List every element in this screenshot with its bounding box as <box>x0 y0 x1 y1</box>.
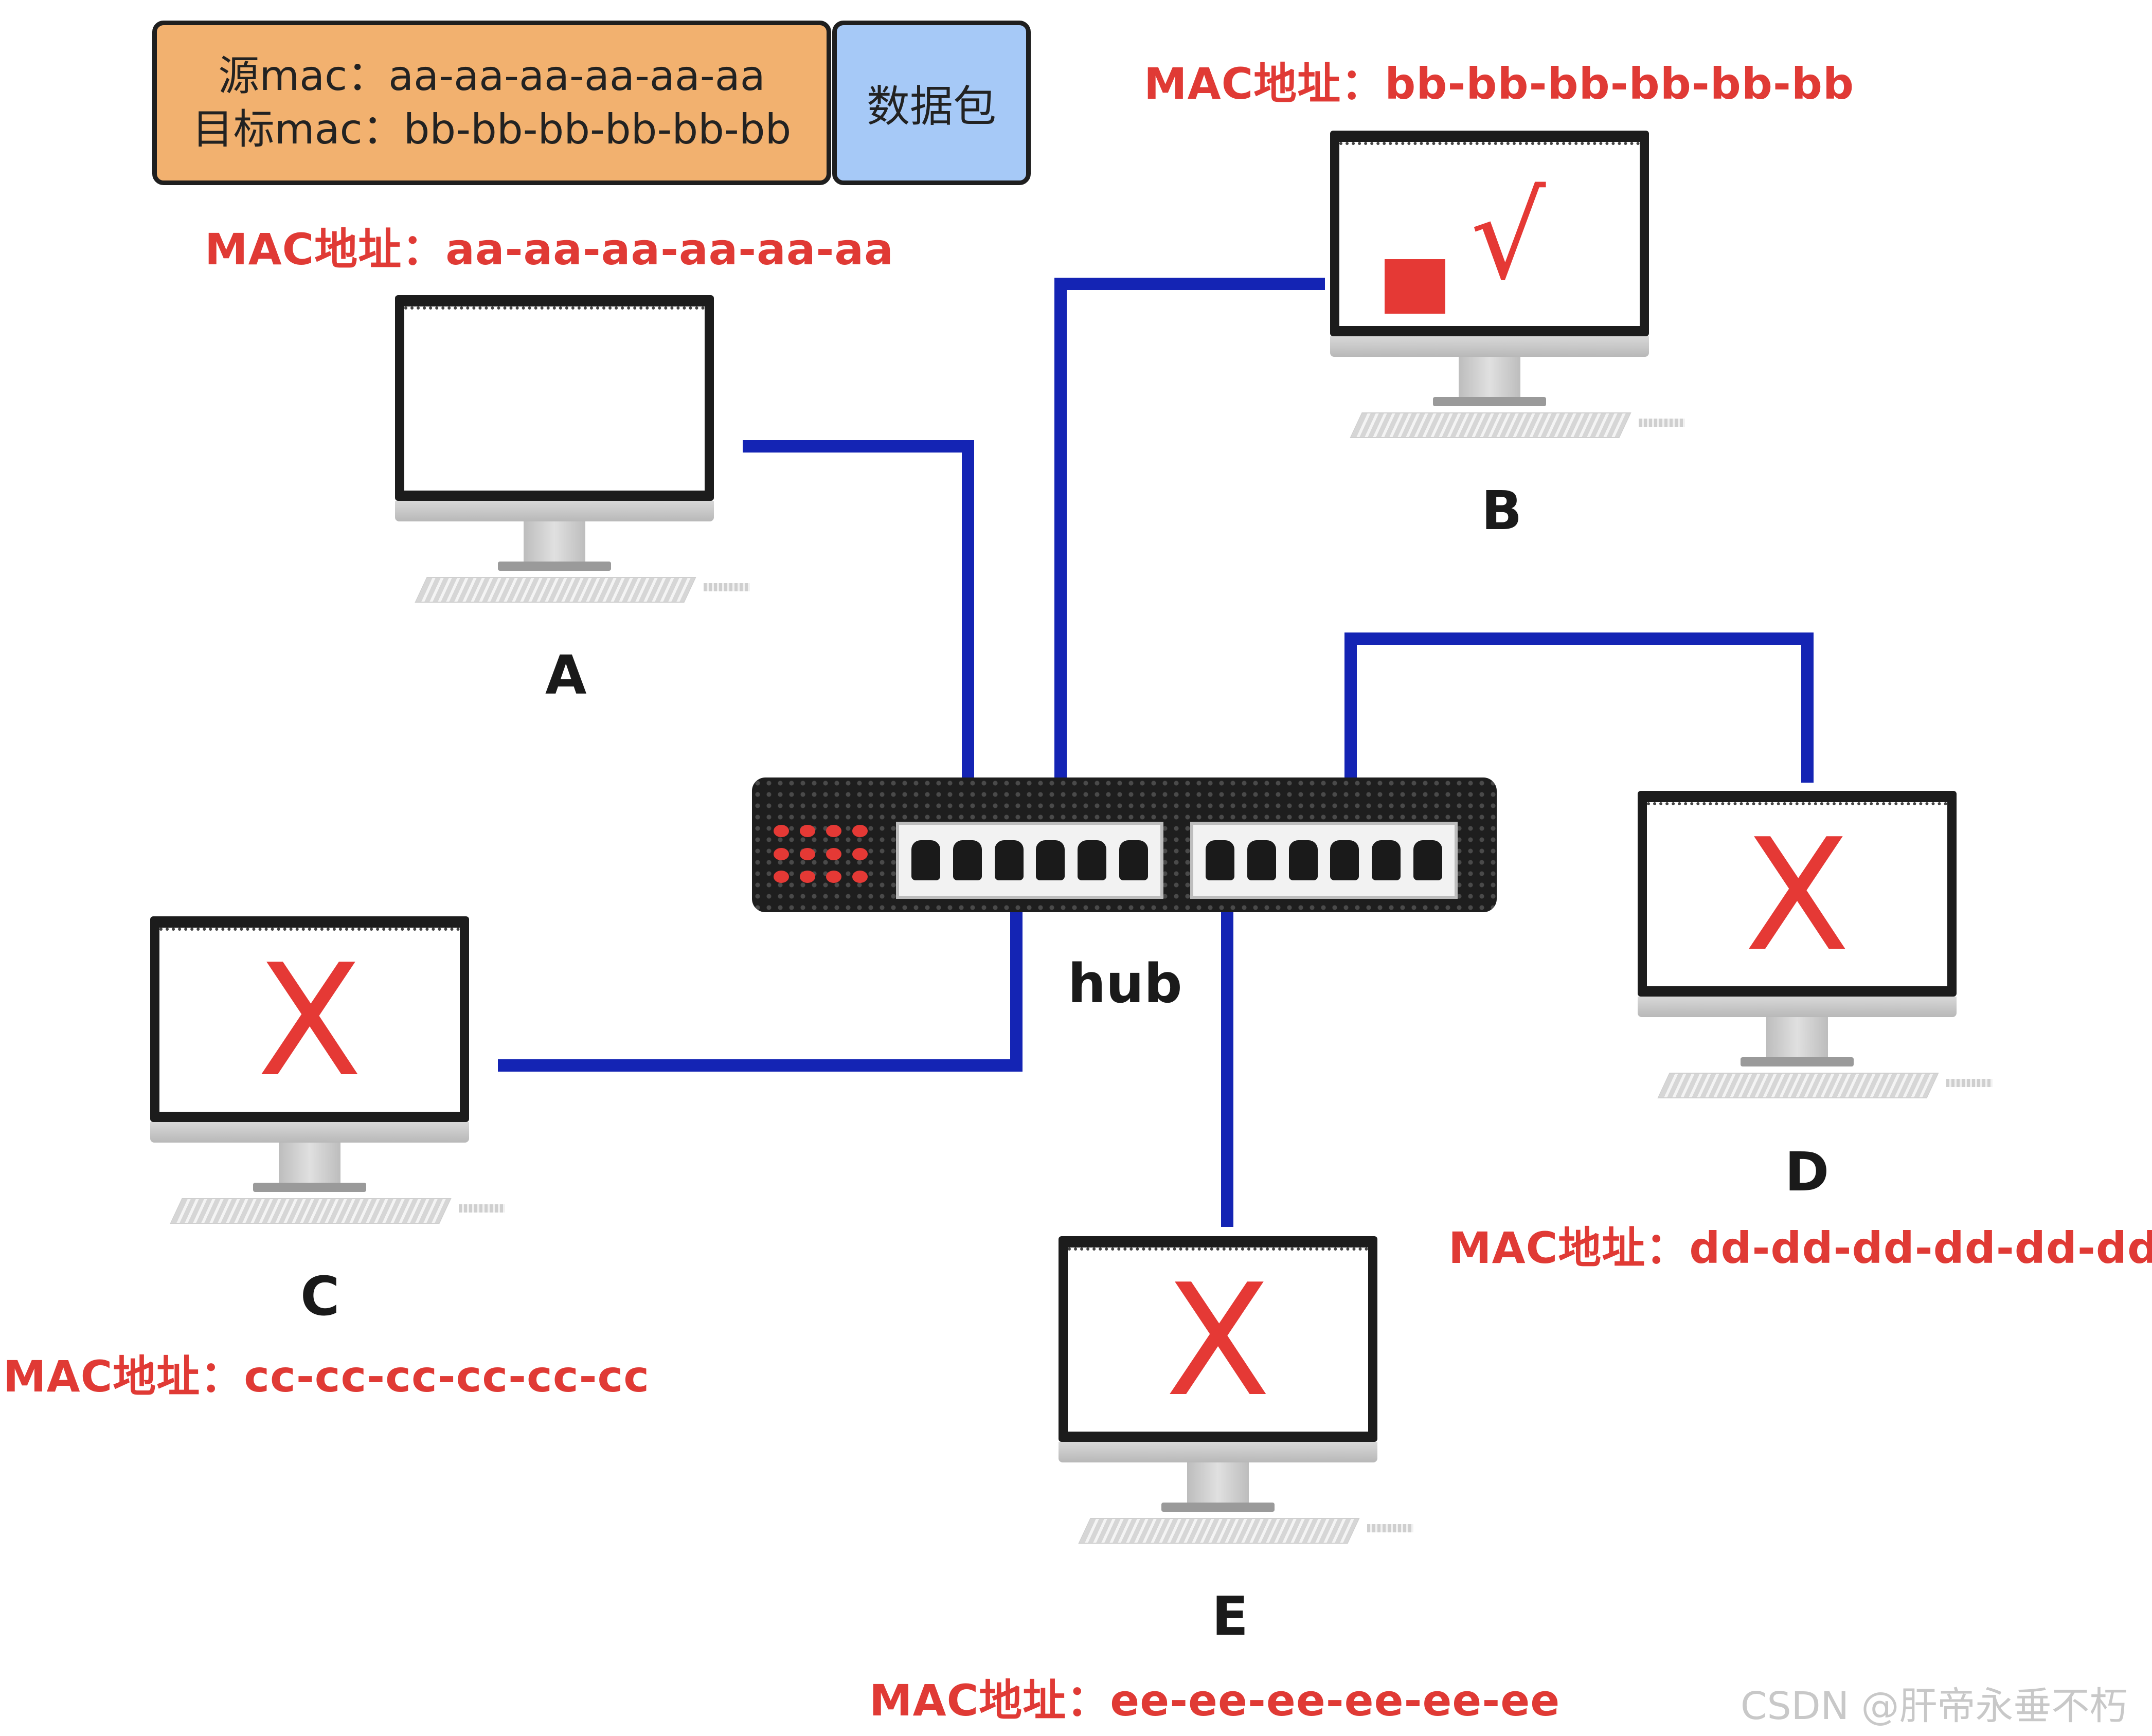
hub-port <box>911 840 941 880</box>
hub-device <box>752 777 1497 912</box>
reject-x-icon: X <box>257 931 363 1111</box>
screen-b: √ <box>1339 142 1640 326</box>
screen-a <box>404 306 705 491</box>
cable-a-hub <box>743 440 974 779</box>
screen-c: X <box>159 928 460 1112</box>
received-block-icon <box>1385 259 1445 314</box>
hub-label: hub <box>1068 952 1182 1015</box>
monitor-d: X <box>1638 791 1993 1110</box>
hub-port <box>1413 840 1442 880</box>
hub-port <box>953 840 982 880</box>
host-label-e: E <box>1212 1585 1249 1648</box>
hub-port-panel-right <box>1190 822 1458 899</box>
hub-port <box>1371 840 1401 880</box>
monitor-e: X <box>1059 1236 1413 1555</box>
host-label-b: B <box>1481 479 1522 542</box>
hub-port <box>1330 840 1359 880</box>
cable-c-hub <box>498 910 1023 1072</box>
monitor-a <box>395 295 750 614</box>
hub-port <box>1036 840 1065 880</box>
screen-e: X <box>1068 1247 1368 1432</box>
hub-port <box>1288 840 1318 880</box>
hub-led-array <box>774 825 871 887</box>
check-mark-icon: √ <box>1470 169 1546 306</box>
mac-label-c: MAC地址：cc-cc-cc-cc-cc-cc <box>3 1351 650 1402</box>
hub-port <box>994 840 1024 880</box>
monitor-c: X <box>150 916 505 1235</box>
monitor-b: √ <box>1330 131 1685 449</box>
cable-b-hub <box>1054 278 1325 779</box>
mac-label-a: MAC地址：aa-aa-aa-aa-aa-aa <box>205 224 894 275</box>
hub-port <box>1206 840 1235 880</box>
hub-port-panel-left <box>896 822 1163 899</box>
host-label-a: A <box>545 644 587 707</box>
reject-x-icon: X <box>1744 806 1850 985</box>
mac-label-b: MAC地址：bb-bb-bb-bb-bb-bb <box>1144 59 1855 109</box>
packet-src-mac: 源mac：aa-aa-aa-aa-aa-aa <box>218 52 765 100</box>
packet-dst-mac: 目标mac：bb-bb-bb-bb-bb-bb <box>192 105 792 153</box>
packet-header: 源mac：aa-aa-aa-aa-aa-aa 目标mac：bb-bb-bb-bb… <box>152 21 831 185</box>
host-label-d: D <box>1785 1141 1830 1203</box>
hub-port <box>1119 840 1148 880</box>
host-label-c: C <box>300 1265 340 1328</box>
hub-port <box>1247 840 1276 880</box>
mac-label-d: MAC地址：dd-dd-dd-dd-dd-dd <box>1448 1223 2152 1273</box>
screen-d: X <box>1647 802 1947 986</box>
watermark-text: CSDN @肝帝永垂不朽 <box>1741 1684 2128 1728</box>
cable-d-hub <box>1344 632 1814 783</box>
packet-payload: 数据包 <box>832 21 1031 185</box>
mac-label-e: MAC地址：ee-ee-ee-ee-ee-ee <box>869 1675 1561 1726</box>
hub-port <box>1077 840 1106 880</box>
reject-x-icon: X <box>1165 1251 1271 1431</box>
